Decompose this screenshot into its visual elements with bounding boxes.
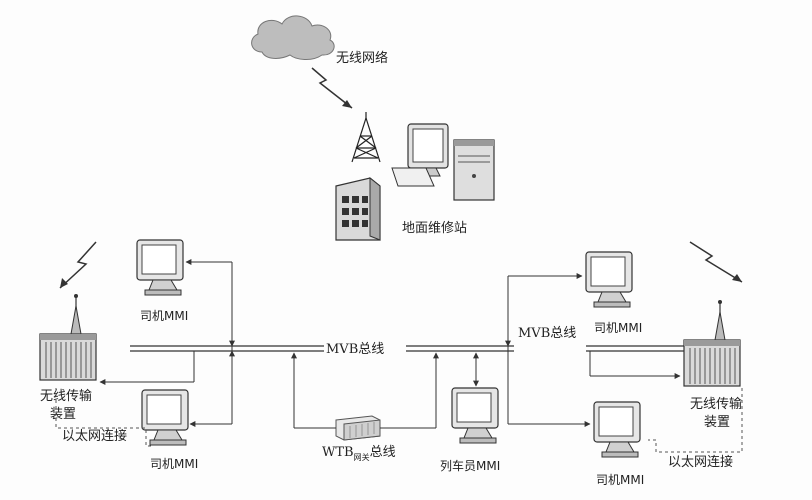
building-icon bbox=[335, 176, 381, 241]
wireless-device-label-right-2: 装置 bbox=[704, 415, 730, 430]
cloud-icon bbox=[251, 15, 335, 60]
wtb-main: WTB bbox=[322, 445, 354, 460]
gateway-box-icon bbox=[335, 415, 381, 441]
wireless-device-label-left-2: 装置 bbox=[50, 407, 76, 422]
left-connections bbox=[55, 259, 235, 447]
conductor-mmi-label: 列车员MMI bbox=[440, 458, 500, 473]
equipment-rack-icon-right bbox=[683, 300, 741, 387]
wtb-suffix: 总线 bbox=[370, 445, 396, 460]
ethernet-label-left: 以太网连接 bbox=[62, 428, 127, 444]
driver-mmi-monitor-top-left bbox=[136, 239, 184, 296]
driver-mmi-monitor-top-right bbox=[585, 251, 633, 308]
wireless-device-label-left-1: 无线传输 bbox=[40, 388, 92, 404]
mvb-bus-label-left: MVB总线 bbox=[326, 342, 384, 357]
wtb-label: WTB网关总线 bbox=[322, 445, 396, 462]
radio-tower-icon bbox=[351, 112, 381, 163]
desktop-computer-icon bbox=[391, 123, 495, 201]
middle-connections bbox=[291, 352, 479, 429]
wtb-sub: 网关 bbox=[354, 452, 370, 462]
ground-station-label: 地面维修站 bbox=[402, 221, 467, 236]
equipment-rack-icon-left bbox=[39, 294, 97, 381]
driver-mmi-label-bottom-right: 司机MMI bbox=[596, 473, 644, 487]
right-connections bbox=[505, 273, 743, 453]
driver-mmi-monitor-bottom-right bbox=[593, 401, 641, 458]
ethernet-label-right: 以太网连接 bbox=[668, 454, 733, 470]
driver-mmi-monitor-bottom-left bbox=[141, 389, 189, 446]
driver-mmi-label-top-right: 司机MMI bbox=[594, 321, 642, 335]
mvb-bus bbox=[130, 345, 690, 352]
wireless-signal-icon bbox=[311, 67, 353, 109]
conductor-mmi-monitor bbox=[451, 387, 499, 444]
driver-mmi-label-bottom-left: 司机MMI bbox=[150, 457, 198, 471]
wireless-device-label-right-1: 无线传输 bbox=[690, 396, 742, 412]
wireless-network-label: 无线网络 bbox=[336, 50, 388, 66]
mvb-bus-label-right: MVB总线 bbox=[518, 326, 576, 341]
driver-mmi-label-top-left: 司机MMI bbox=[140, 309, 188, 323]
wireless-signal-icon-right bbox=[689, 241, 743, 283]
wireless-signal-icon-left bbox=[59, 241, 97, 289]
